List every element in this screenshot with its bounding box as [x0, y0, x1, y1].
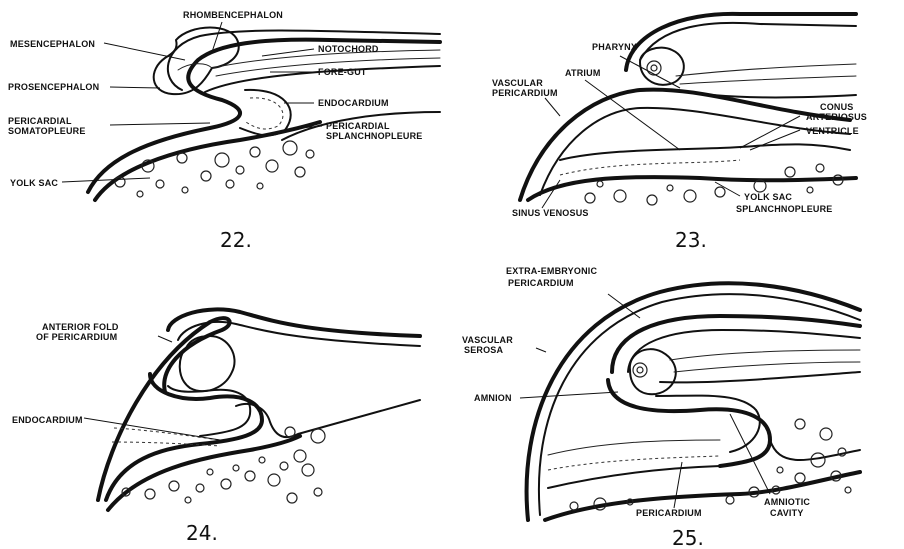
- label-arteriosus-line2: ARTERIOSUS: [806, 112, 867, 122]
- figure-24-labels: ANTERIOR FOLD OF PERICARDIUM ENDOCARDIUM: [12, 322, 119, 425]
- label-endocardium: ENDOCARDIUM: [318, 98, 389, 108]
- label-yolk-sac-line1: YOLK SAC: [744, 192, 792, 202]
- figure-number-25: 25.: [672, 526, 704, 549]
- label-pericardial-somatopleure-line2: SOMATOPLEURE: [8, 126, 86, 136]
- label-pericardial-somatopleure-line1: PERICARDIAL: [8, 116, 72, 126]
- label-pericardium-25: PERICARDIUM: [636, 508, 702, 518]
- label-yolk-sac: YOLK SAC: [10, 178, 58, 188]
- label-pericardial-splanchnopleure-line2: SPLANCHNOPLEURE: [326, 131, 423, 141]
- figure-24-drawing: [98, 309, 420, 510]
- figure-22-drawing: [88, 28, 440, 201]
- figure-25-drawing: [527, 283, 860, 520]
- label-pharynx: PHARYNX: [592, 42, 637, 52]
- label-prosencephalon: PROSENCEPHALON: [8, 82, 99, 92]
- label-conus-line1: CONUS: [820, 102, 854, 112]
- label-anterior-fold-line1: ANTERIOR FOLD: [42, 322, 119, 332]
- label-notochord: NOTOCHORD: [318, 44, 379, 54]
- label-amniotic-cavity-line2: CAVITY: [770, 508, 804, 518]
- label-endocardium-24: ENDOCARDIUM: [12, 415, 83, 425]
- figure-22-yolk-cells: [115, 141, 314, 197]
- figure-number-23: 23.: [675, 228, 707, 252]
- label-ventricle: VENTRICLE: [806, 126, 859, 136]
- label-splanchnopleure-line2: SPLANCHNOPLEURE: [736, 204, 833, 214]
- label-rhombencephalon: RHOMBENCEPHALON: [183, 10, 283, 20]
- figure-24: ANTERIOR FOLD OF PERICARDIUM ENDOCARDIUM…: [12, 309, 420, 545]
- label-extra-embryonic-line2: PERICARDIUM: [508, 278, 574, 288]
- figure-23-yolk-cells: [585, 164, 843, 205]
- label-mesencephalon: MESENCEPHALON: [10, 39, 95, 49]
- label-sinus-venosus: SINUS VENOSUS: [512, 208, 589, 218]
- label-vascular-pericardium-line1: VASCULAR: [492, 78, 543, 88]
- figure-25-leader-lines: [520, 294, 770, 508]
- figure-25-labels: EXTRA-EMBRYONIC PERICARDIUM VASCULAR SER…: [462, 266, 810, 518]
- figure-23-drawing: [520, 14, 856, 200]
- label-atrium: ATRIUM: [565, 68, 601, 78]
- label-vascular-serosa-line1: VASCULAR: [462, 335, 513, 345]
- label-fore-gut: FORE-GUT: [318, 67, 367, 77]
- figure-23: PHARYNX ATRIUM VASCULAR PERICARDIUM CONU…: [492, 14, 867, 252]
- label-vascular-serosa-line2: SEROSA: [464, 345, 504, 355]
- label-vascular-pericardium-line2: PERICARDIUM: [492, 88, 558, 98]
- figure-number-22: 22.: [220, 228, 252, 252]
- label-extra-embryonic-line1: EXTRA-EMBRYONIC: [506, 266, 597, 276]
- figure-22: RHOMBENCEPHALON MESENCEPHALON NOTOCHORD …: [8, 10, 440, 252]
- figure-22-leader-lines: [62, 22, 322, 182]
- figure-25: EXTRA-EMBRYONIC PERICARDIUM VASCULAR SER…: [462, 266, 860, 549]
- label-amnion: AMNION: [474, 393, 512, 403]
- figure-number-24: 24.: [186, 521, 218, 545]
- label-pericardial-splanchnopleure-line1: PERICARDIAL: [326, 121, 390, 131]
- figure-24-leader-lines: [84, 336, 220, 440]
- label-anterior-fold-line2: OF PERICARDIUM: [36, 332, 117, 342]
- label-amniotic-cavity-line1: AMNIOTIC: [764, 497, 810, 507]
